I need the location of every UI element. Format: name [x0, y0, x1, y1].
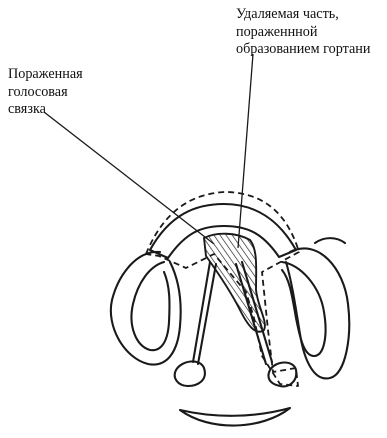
lower-lip-arc — [180, 408, 290, 426]
label-affected-cord-line-3: связка — [8, 101, 83, 119]
right-arytenoid-blob — [268, 363, 296, 387]
label-resected-part-line-2: пораженнной — [236, 24, 370, 42]
left-arytenoid-blob — [175, 361, 205, 386]
leader-line-affected-cord — [44, 112, 214, 244]
label-affected-cord-line-2: голосовая — [8, 84, 83, 102]
right-outer-curl — [315, 238, 345, 243]
label-affected-cord-line-1: Пораженная — [8, 66, 83, 84]
label-affected-cord: Пораженная голосовая связка — [8, 66, 83, 119]
left-vocal-fold-inner — [132, 262, 170, 350]
label-resected-part: Удаляемая часть, пораженнной образование… — [236, 6, 370, 59]
label-resected-part-line-1: Удаляемая часть, — [236, 6, 370, 24]
leader-line-resected-part — [238, 54, 253, 248]
label-resected-part-line-3: образованием гортани — [236, 41, 370, 59]
